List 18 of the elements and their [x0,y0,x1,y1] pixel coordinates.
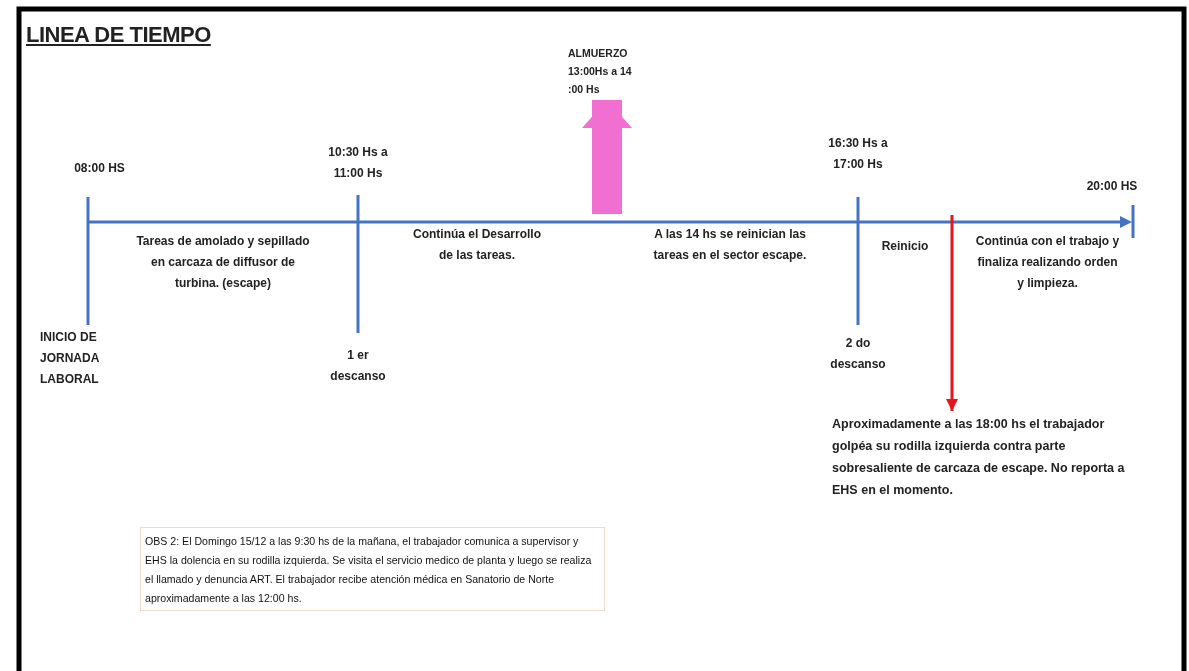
activity-text: Reinicio [880,238,930,255]
activity-text: Continúa el Desarrollo de las tareas. [412,226,542,264]
activity-text: Tareas de amolado y sepillado en carcaza de diffusor de turbina. (escape) [135,233,311,292]
time-label: 20:00 HS [1085,178,1139,195]
break-label: 2 do descanso [829,335,887,373]
break-label: 1 er descanso [329,347,387,385]
arrow [946,215,958,411]
time-label: 10:30 Hs a 11:00 Hs [327,144,389,182]
incident-text: Aproximadamente a las 18:00 hs el trabajador golpéa su rodilla izquierda contra parte sobresaliente de carcaza de escape. No reporta a EHS en el momento. [832,413,1132,501]
title: LINEA DE TIEMPO [26,22,211,48]
lunch-label: ALMUERZO 13:00Hs a 14 :00 Hs [568,44,646,98]
activity-text: A las 14 hs se reinician las tareas en el sector escape. [652,226,808,264]
note-box: OBS 2: El Domingo 15/12 a las 9:30 hs de la mañana, el trabajador comunica a supervisor y EHS la dolencia en su rodilla izquierda. Se visita el servicio medico de planta y luego se realiza el llamado y denuncia ART. El trabajador recibe atención médica en Sanatorio de Norte aproximadamente a las 12:00 hs. [140,527,605,611]
event-label: INICIO DE JORNADA LABORAL [40,329,100,388]
time-label: 16:30 Hs a 17:00 Hs [827,135,889,173]
block-arrow [582,100,632,214]
time-label: 08:00 HS [73,160,126,177]
activity-text: Continúa con el trabajo y finaliza realizando orden y limpieza. [975,233,1120,292]
